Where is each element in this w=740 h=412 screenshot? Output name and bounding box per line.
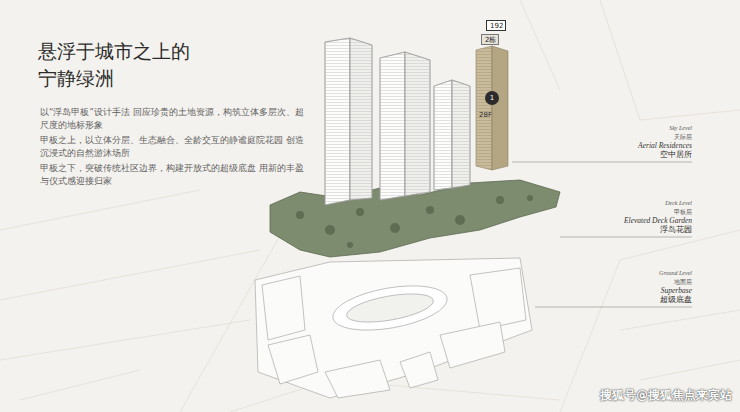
level-name: Sky Level	[669, 124, 692, 133]
level-title: Aerial Residences	[638, 140, 692, 151]
tag-box: 192	[486, 20, 506, 31]
level-title: Superbase	[661, 285, 692, 296]
level-title: Elevated Deck Garden	[624, 215, 692, 226]
watermark: 搜狐号@搜狐焦点来宾站	[600, 386, 732, 404]
callout-circle: 1	[485, 91, 499, 105]
body-text: 甲板之上，以立体分层、生态融合、全龄交互的静谧庭院花园 创造沉浸式的自然游沐场所	[40, 134, 310, 160]
level-title: 超级底盘	[660, 294, 692, 306]
leader-line	[560, 237, 692, 238]
body-text: 甲板之下，突破传统社区边界，构建开放式的超级底盘 用新的丰盈与仪式感迎接归家	[40, 162, 310, 188]
level-title: 空中居所	[660, 149, 692, 161]
tag-text: 192	[490, 23, 502, 30]
level-title: 浮岛花园	[660, 224, 692, 236]
leader-line	[535, 307, 692, 308]
callout-number: 1	[490, 95, 494, 102]
level-name: 甲板层	[674, 207, 692, 216]
body-text: 以“浮岛甲板”设计手法 回应珍贵的土地资源，构筑立体多层次、超尺度的地标形象	[40, 106, 310, 132]
residential-towers	[325, 38, 508, 205]
level-name: Ground Level	[659, 269, 692, 278]
level-name: 天际层	[674, 132, 692, 141]
level-name: 地面层	[674, 277, 692, 286]
tag-text: 2栋	[485, 37, 495, 44]
level-name: Deck Level	[665, 199, 692, 208]
leader-line	[512, 162, 692, 163]
tag-box: 2栋	[481, 34, 499, 45]
page-title: 悬浮于城市之上的 宁静绿洲	[38, 38, 206, 91]
superbase-blocks	[255, 258, 532, 398]
floor-count: 28F	[479, 110, 492, 121]
